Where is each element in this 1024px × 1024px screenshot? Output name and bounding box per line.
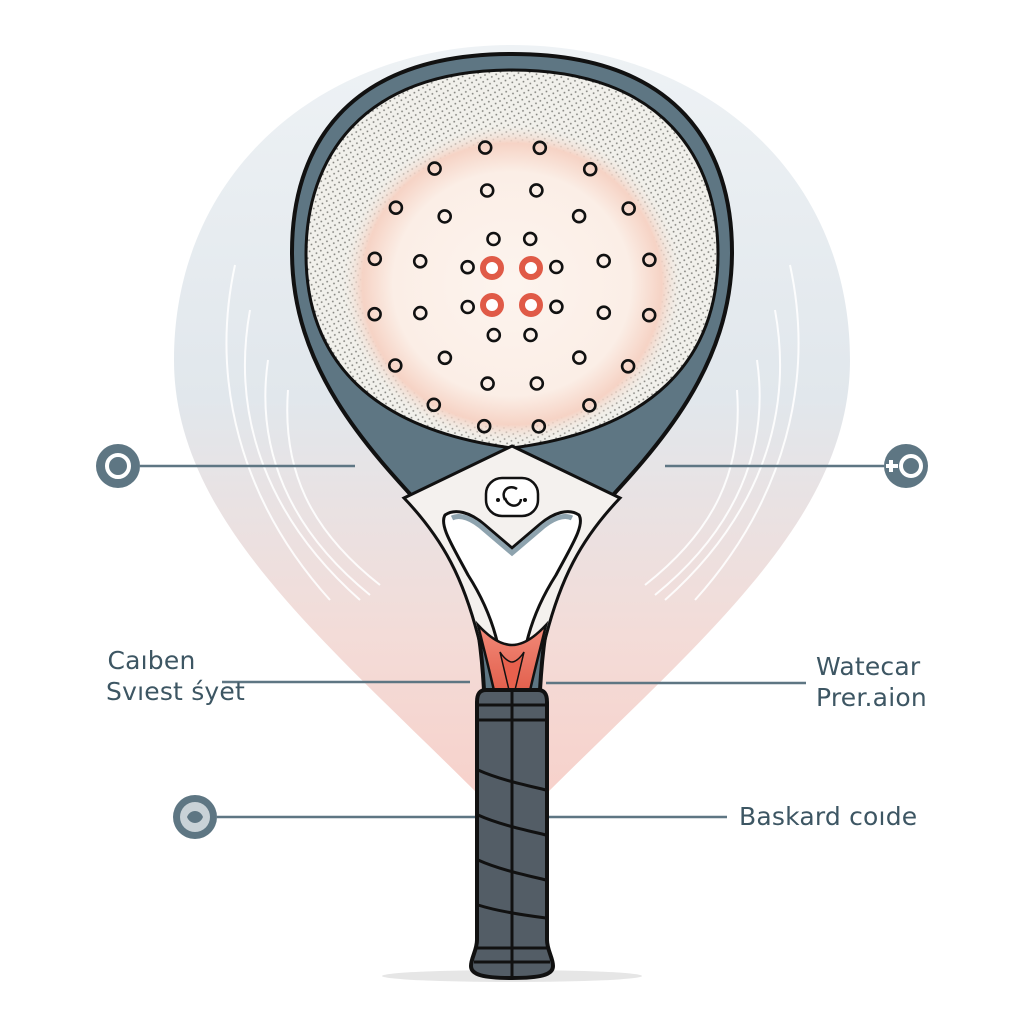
face-hole xyxy=(621,201,637,216)
face-hole xyxy=(486,327,502,343)
face-hole xyxy=(427,161,442,176)
throat-cutout xyxy=(442,510,582,652)
racket xyxy=(289,51,735,981)
face-hole xyxy=(529,183,544,198)
plug-ring-marker-icon xyxy=(884,444,928,488)
face-hole xyxy=(596,305,612,321)
face-hole xyxy=(367,306,382,322)
face-hole xyxy=(477,140,493,155)
face-hole xyxy=(412,253,428,269)
face-hole xyxy=(480,376,495,391)
face-hole xyxy=(522,231,538,247)
face-hole xyxy=(486,231,501,247)
face-hole xyxy=(460,299,476,315)
face-hole xyxy=(388,200,404,215)
swirl-logo-icon xyxy=(484,476,540,518)
callout-right-middle: Watecar Prer.aion xyxy=(816,651,996,713)
face-hole xyxy=(523,327,538,343)
callout-left-middle: Caıben Svıest śyet xyxy=(70,645,245,707)
leader-lines xyxy=(140,464,884,819)
callout-left-middle-line1: Caıben xyxy=(107,646,196,675)
ring-marker-icon xyxy=(96,444,140,488)
face-hole xyxy=(582,161,598,177)
face-hole xyxy=(571,208,587,224)
face-hole xyxy=(549,299,564,315)
face-hole xyxy=(641,307,657,323)
face-hole xyxy=(460,259,475,275)
face-hole xyxy=(532,140,548,156)
face-hole xyxy=(596,253,612,269)
callout-right-middle-line1: Watecar xyxy=(816,652,921,681)
callout-right-middle-line2: Prer.aion xyxy=(816,683,927,712)
face-hole xyxy=(412,305,428,321)
racket-grip xyxy=(468,688,556,981)
face-holes xyxy=(367,140,657,434)
callout-right-lower-line1: Baskard coıde xyxy=(739,802,918,831)
face-hole xyxy=(437,350,453,366)
target-marker-icon xyxy=(173,795,217,839)
face-hole xyxy=(620,358,636,374)
face-hole xyxy=(571,350,587,365)
face-hole xyxy=(426,397,442,413)
face-hole xyxy=(642,252,657,268)
face-hole xyxy=(437,209,453,224)
face-hole xyxy=(479,183,495,198)
face-hole xyxy=(582,398,597,413)
face-hole xyxy=(367,251,383,267)
face-hole xyxy=(387,358,403,373)
face-hole xyxy=(548,259,564,275)
face-hole xyxy=(476,418,492,434)
face-hole xyxy=(531,419,547,434)
callout-left-middle-line2: Svıest śyet xyxy=(106,677,245,706)
center-holes xyxy=(480,256,543,317)
face-hole xyxy=(529,376,545,391)
callout-right-lower: Baskard coıde xyxy=(739,801,979,832)
